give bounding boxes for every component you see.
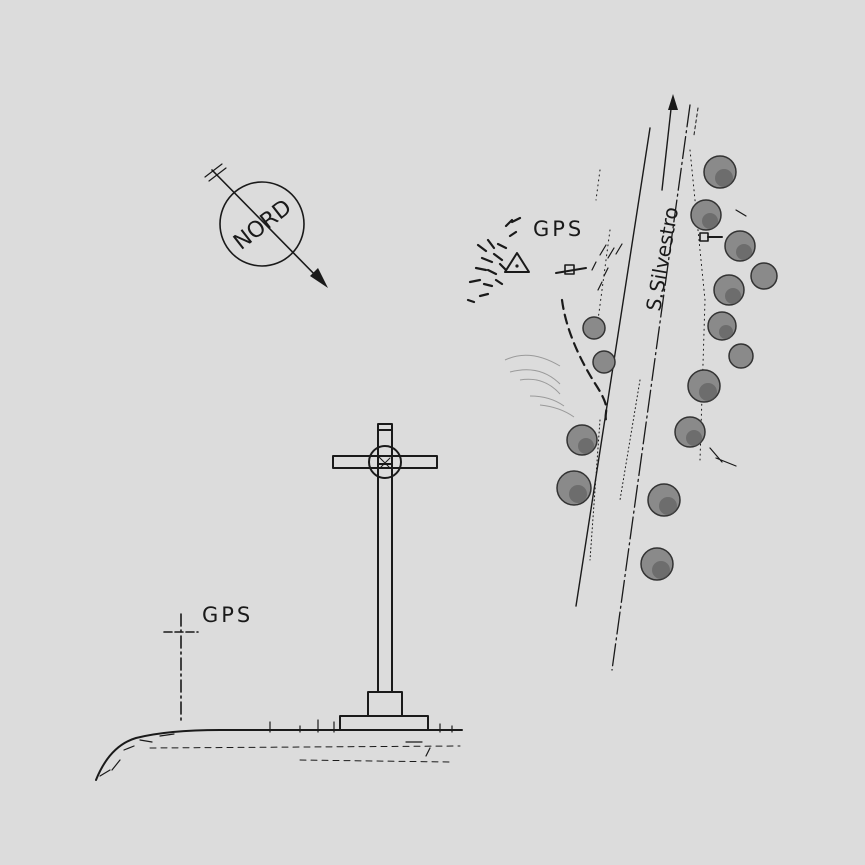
north-arrow-icon (310, 268, 328, 288)
cross-base (367, 691, 403, 717)
tree-icon (674, 416, 706, 448)
compass-rose: NORD (204, 163, 328, 288)
tree-icon (728, 343, 754, 369)
road-label: S.Silvestro (641, 205, 683, 313)
tree-icon (556, 470, 592, 506)
warning-triangle-icon (504, 252, 530, 273)
road-s-silvestro: S.Silvestro (575, 94, 706, 671)
north-arrow-shaft (211, 169, 323, 283)
cross-monument-icon (332, 423, 438, 731)
gps-marker-icon (555, 264, 587, 275)
tree-icon (707, 311, 737, 341)
tree-icon (566, 424, 598, 456)
gps-label-top: GPS (533, 217, 584, 241)
tree-icon (724, 230, 756, 262)
tree-icon (750, 262, 778, 290)
gps-label-bottom: GPS (202, 603, 253, 627)
tree-icon (703, 155, 737, 189)
gps-site-top: GPS (466, 216, 623, 422)
survey-point-icon (699, 232, 709, 242)
ground-edge (95, 719, 463, 781)
tree-icon (690, 199, 722, 231)
tree-icon (647, 483, 681, 517)
tree-icon (582, 316, 606, 340)
tree-icon (640, 547, 674, 581)
tree-icon (713, 274, 745, 306)
gps-site-bottom: GPS (163, 603, 253, 721)
tree-icon (592, 350, 616, 374)
tree-icon (687, 369, 721, 403)
cross-plinth (339, 715, 429, 731)
tree-row (556, 155, 778, 581)
road-direction-arrow-icon (668, 94, 678, 110)
shrub-cluster (466, 216, 522, 304)
road-direction-line (661, 99, 673, 191)
